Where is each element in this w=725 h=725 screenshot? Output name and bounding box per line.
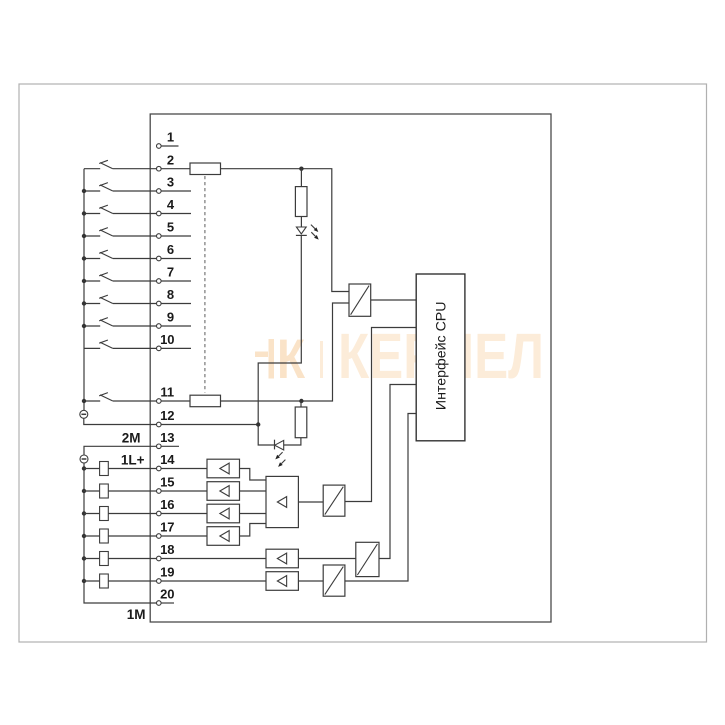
svg-text:10: 10 <box>160 332 174 347</box>
svg-text:11: 11 <box>160 385 174 400</box>
svg-text:8: 8 <box>167 287 174 302</box>
svg-text:19: 19 <box>160 565 174 580</box>
svg-text:18: 18 <box>160 542 174 557</box>
svg-text:5: 5 <box>167 220 174 235</box>
svg-text:Интерфейс CPU: Интерфейс CPU <box>434 301 450 410</box>
svg-text:17: 17 <box>160 520 174 535</box>
svg-text:7: 7 <box>167 265 174 280</box>
svg-text:2: 2 <box>167 152 174 167</box>
svg-text:13: 13 <box>160 430 174 445</box>
svg-text:1L+: 1L+ <box>121 453 145 468</box>
svg-text:3: 3 <box>167 175 174 190</box>
svg-text:1M: 1M <box>127 607 146 622</box>
svg-text:2M: 2M <box>122 431 141 446</box>
svg-text:15: 15 <box>160 475 174 490</box>
svg-text:6: 6 <box>167 242 174 257</box>
svg-text:16: 16 <box>160 497 174 512</box>
svg-text:20: 20 <box>160 587 174 602</box>
svg-text:12: 12 <box>160 408 174 423</box>
svg-text:9: 9 <box>167 310 174 325</box>
svg-text:14: 14 <box>160 452 175 467</box>
svg-text:1: 1 <box>167 130 174 145</box>
svg-text:4: 4 <box>167 197 175 212</box>
